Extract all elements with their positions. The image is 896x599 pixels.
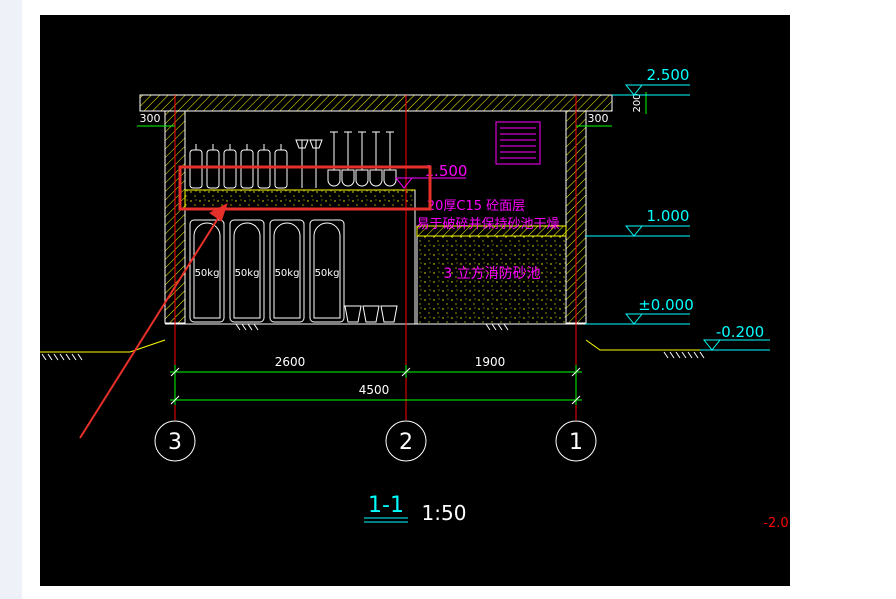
cylinder-label: 50kg [235,268,260,279]
dim-roof-thickness: 200 [632,93,643,112]
note-sand-pool: 3 立方消防砂池 [443,266,540,282]
ground-line [40,339,720,353]
note-sand-cover-2: 易于破碎并保持砂池干燥 [416,217,559,232]
elevation-shelf: 1.500 [425,162,468,180]
dim-left-overhang: 300 [140,112,161,125]
sand-buckets [344,305,398,323]
elevation-markers [585,84,770,351]
elevation-floor: ±0.000 [638,296,694,314]
cylinder-label: 50kg [275,268,300,279]
left-panel-strip [0,0,22,599]
dimension-texts: 2600 1900 4500 300 300 200 [140,93,644,397]
elevation-texts: 2.500 1.000 ±0.000 -0.200 1.500 -2.0 [425,66,789,531]
fire-extinguishers [189,144,288,189]
highlight-box [178,165,432,211]
roof-slab [139,94,613,112]
ground-hatch [41,323,705,361]
axis-label-3: 3 [168,430,182,455]
axis-label-2: 2 [399,430,413,455]
cylinder-label: 50kg [315,268,340,279]
dimension-lines [137,92,647,405]
cylinder-labels: 50kg 50kg 50kg 50kg [195,268,340,279]
elevation-offscreen: -2.0 [763,516,788,531]
gas-cylinders [189,219,345,323]
elevation-ground: -0.200 [716,323,764,341]
axis-label-1: 1 [569,430,583,455]
fire-axes [295,139,323,188]
note-sand-cover-1: 20厚C15 砼面层 [427,199,525,214]
cylinder-label: 50kg [195,268,220,279]
elevation-roof-top: 2.500 [647,66,690,84]
annotation-arrow [79,202,228,439]
fire-shovels [327,131,397,187]
dim-span-left: 2600 [275,355,306,369]
notes: 20厚C15 砼面层 易于破碎并保持砂池干燥 3 立方消防砂池 [416,199,559,282]
dim-span-right: 1900 [475,355,506,369]
section-title-text: 1-1 [368,493,404,518]
section-scale-text: 1:50 [422,501,467,525]
axis-bubbles [154,420,597,462]
louver-vent [495,121,541,165]
dim-total: 4500 [359,383,390,397]
axis-labels: 3 2 1 [168,430,583,455]
sand-pool [416,225,567,325]
elevation-sand-top: 1.000 [647,207,690,225]
shelf-elevation-marker [394,177,466,189]
dim-right-overhang: 300 [588,112,609,125]
section-title: 1-1 1:50 [364,493,466,525]
